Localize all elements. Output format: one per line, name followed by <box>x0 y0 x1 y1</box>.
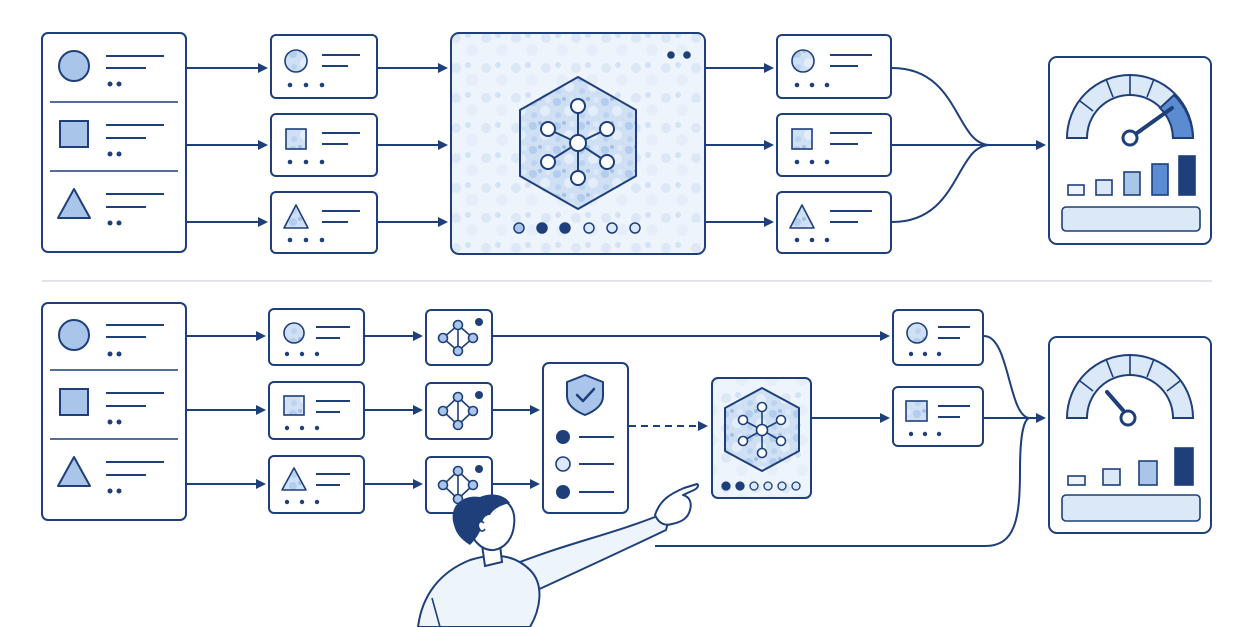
central-model-window <box>450 32 706 255</box>
bar-levels-bottom <box>1067 447 1194 486</box>
carousel-dots-top <box>513 222 641 234</box>
network-hub-icon <box>724 387 800 472</box>
input-list-top <box>41 32 187 253</box>
encoder-card-circle <box>270 34 378 99</box>
circle-icon <box>58 319 90 351</box>
flow-arrows-bottom-2 <box>365 331 423 489</box>
encoder-card-circle-bottom <box>268 308 365 366</box>
carousel-dots-bottom <box>721 481 801 491</box>
progress-panel-top <box>1061 206 1201 232</box>
circle-icon <box>58 50 90 82</box>
evaluation-dashboard-bottom <box>1048 336 1212 534</box>
shield-check-icon <box>566 374 604 416</box>
pointing-person <box>417 483 699 627</box>
output-card-square-bottom <box>892 386 984 447</box>
merge-lines-bottom <box>655 335 1046 547</box>
flow-arrows-top-1 <box>187 63 268 227</box>
triangle-icon <box>57 456 91 487</box>
square-icon <box>59 388 89 416</box>
triangle-icon <box>57 188 91 219</box>
network-hub-icon <box>519 76 637 210</box>
speedometer-icon <box>1065 354 1195 427</box>
encoder-card-square <box>270 113 378 177</box>
flow-arrows-bottom-1 <box>187 331 266 489</box>
output-card-square-top <box>776 113 892 177</box>
mini-hub-card-1 <box>425 309 493 366</box>
flow-arrows-bottom-3 <box>493 405 540 489</box>
top-pipeline <box>41 32 1212 255</box>
square-icon <box>59 120 89 148</box>
encoder-card-triangle <box>270 191 378 254</box>
network-hub-icon <box>437 391 479 431</box>
output-card-circle-bottom <box>892 309 984 366</box>
output-card-circle-top <box>776 34 892 99</box>
progress-panel-bottom <box>1061 494 1201 522</box>
encoder-card-triangle-bottom <box>268 455 365 514</box>
evaluation-dashboard-top <box>1048 56 1212 245</box>
input-list-bottom <box>41 302 187 521</box>
encoder-card-square-bottom <box>268 381 365 440</box>
flow-arrows-top-2 <box>378 63 448 227</box>
bar-levels-top <box>1067 155 1196 196</box>
merge-lines-top <box>891 67 1046 223</box>
output-card-triangle-top <box>776 191 892 254</box>
mini-hub-card-2 <box>425 382 493 440</box>
bottom-pipeline <box>41 302 1212 627</box>
verification-checklist <box>542 362 629 514</box>
network-hub-icon <box>437 319 479 357</box>
network-hub-icon <box>437 465 479 505</box>
speedometer-icon <box>1065 74 1195 147</box>
flow-arrows-top-3 <box>706 63 774 227</box>
central-model-card <box>711 377 812 499</box>
